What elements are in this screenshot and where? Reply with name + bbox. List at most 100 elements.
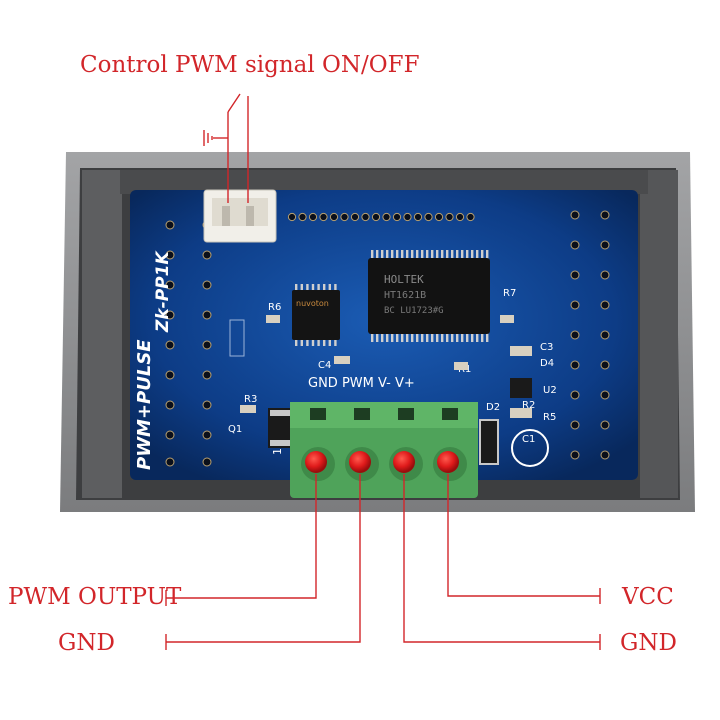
ic-pin [486, 333, 489, 342]
pin-hole [202, 310, 212, 320]
pin-hole [413, 212, 423, 222]
main-chip-part: HT1621B [384, 290, 426, 301]
board-title-label: PWM+PULSE [134, 339, 155, 470]
pwm-output-label: PWM OUTPUT [8, 584, 182, 610]
ic-pin [416, 333, 419, 342]
ic-pin [451, 250, 454, 259]
silk-label: Q1 [228, 424, 242, 435]
pin-hole [466, 212, 475, 222]
pin-hole [455, 212, 465, 222]
silk-label: R3 [244, 394, 257, 405]
pin-hole [350, 212, 360, 222]
ic-pin [323, 284, 326, 291]
ic-pin [471, 250, 474, 259]
ic-pin [461, 333, 464, 342]
pin-hole [600, 360, 610, 370]
terminal-dot-pwm [349, 451, 371, 473]
pin-hole [600, 390, 610, 400]
pin-hole [340, 212, 349, 222]
ic-pin [371, 333, 374, 342]
ic-pin [306, 339, 309, 346]
ic-pin [411, 333, 414, 342]
ic-pin [381, 333, 384, 342]
ic-pin [300, 339, 303, 346]
ic-pin [391, 250, 394, 259]
terminal-dot-gnd [305, 451, 327, 473]
ic-pin [396, 250, 399, 259]
ic-pin [466, 333, 469, 342]
silk-label: C4 [318, 360, 331, 371]
silk-label: D4 [540, 358, 554, 369]
ic-pin [386, 250, 389, 259]
ic-pin [446, 250, 449, 259]
pin-hole [600, 450, 610, 460]
pin-hole [424, 212, 433, 222]
ic-pin [311, 339, 315, 346]
ic-pin [456, 250, 459, 259]
pin-hole [298, 212, 307, 222]
ic-pin [334, 339, 337, 346]
small-chip-brand: nuvoton [296, 299, 329, 308]
ic-pin [328, 284, 331, 291]
pin-hole [445, 212, 454, 222]
terminal-dot-vplus [437, 451, 459, 473]
silk-label: C1 [522, 434, 535, 445]
pin-hole [434, 212, 444, 222]
ic-pin [421, 333, 424, 342]
main-ic-chip: HOLTEK HT1621B BC LU1723#G [368, 250, 490, 342]
silk-label: R5 [543, 412, 556, 423]
ic-pin [406, 250, 409, 259]
leader-lines [165, 93, 601, 650]
ic-pin [311, 284, 315, 291]
ic-pin [306, 284, 309, 291]
ic-pin [401, 333, 404, 342]
pin-hole [570, 360, 580, 370]
pin-hole [202, 370, 212, 380]
ic-pin [401, 250, 404, 259]
pin-hole [165, 310, 175, 320]
ic-pin [476, 333, 479, 342]
ic-pin [476, 250, 479, 259]
pin-hole [600, 240, 610, 250]
gnd-left-label: GND [58, 630, 115, 656]
vcc-label: VCC [622, 584, 674, 610]
terminal-pin-labels: GND PWM V- V+ [308, 376, 415, 391]
pin-hole [600, 300, 610, 310]
pin-hole [570, 450, 580, 460]
pin-hole [570, 210, 580, 220]
main-chip-code: BC LU1723#G [384, 306, 444, 316]
pin-hole [570, 330, 580, 340]
ic-pin [295, 284, 298, 291]
pin-hole [361, 212, 370, 222]
ic-pin [436, 333, 439, 342]
ic-pin [426, 250, 429, 259]
ic-pin [486, 250, 489, 259]
pin-hole [600, 270, 610, 280]
ic-pin [396, 333, 399, 342]
pin-hole [287, 212, 297, 222]
ic-pin [381, 250, 384, 259]
ic-pin [386, 333, 389, 342]
ic-pin [421, 250, 424, 259]
pin-hole [165, 370, 175, 380]
silk-label: R2 [522, 400, 535, 411]
ic-pin [481, 333, 484, 342]
pin-hole [165, 400, 175, 410]
board-model-label: Zk-PP1K [153, 250, 173, 333]
pin-hole [382, 212, 391, 222]
pin-hole [202, 340, 212, 350]
pin-hole [329, 212, 339, 222]
pin-hole [600, 210, 610, 220]
terminal-dot-vminus [393, 451, 415, 473]
ic-pin [371, 250, 374, 259]
pin-hole [202, 400, 212, 410]
main-chip-brand: HOLTEK [384, 273, 424, 286]
ic-pin [300, 284, 303, 291]
pin-hole [308, 212, 318, 222]
ic-pin [391, 333, 394, 342]
pin-holes [165, 210, 610, 467]
small-ic-chip: nuvoton [292, 284, 340, 346]
ic-pin [446, 333, 449, 342]
pin-hole [371, 212, 381, 222]
pin-hole [165, 457, 175, 467]
